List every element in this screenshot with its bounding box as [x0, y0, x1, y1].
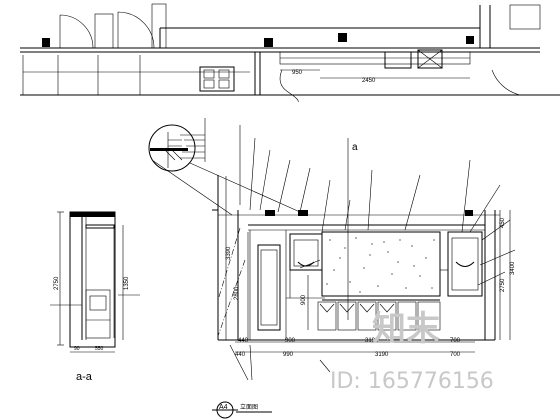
section-detail: 2750 1350 90 550 a-a	[50, 211, 140, 383]
stone-pattern	[326, 237, 435, 293]
column-mark	[466, 36, 474, 44]
watermark-id: ID: 165776156	[330, 369, 494, 394]
base-cabinets	[317, 301, 441, 331]
elevation-dimension: 990	[283, 352, 294, 358]
column-mark	[264, 38, 273, 47]
plan-dimension: 950	[292, 70, 303, 76]
watermark: 知末 ID: 165776156	[330, 309, 494, 394]
drawing-title: 立面图	[240, 403, 258, 411]
elevation-dimension: 2800	[234, 286, 240, 300]
front-elevation: a 3390 2800 900 440 900 3190 700 440 990…	[212, 125, 516, 381]
section-title: a-a	[76, 371, 93, 383]
elevation-dimension: 900	[285, 338, 296, 344]
column-mark	[338, 33, 347, 42]
callout-tag: A4	[219, 404, 228, 411]
elevation-dimension: 440	[238, 338, 249, 344]
elevation-dimension: 3390	[226, 246, 232, 260]
drawing-title-block: A4 立面图	[212, 401, 272, 419]
floor-plan: 950 2450	[20, 3, 560, 103]
section-dimension: 550	[95, 346, 104, 352]
elevation-dimension: 2750	[500, 278, 506, 292]
section-dimension: 90	[74, 346, 80, 352]
watermark-logo: 知末	[372, 309, 440, 349]
elevation-dimension: 3190	[375, 352, 389, 358]
section-marker: a	[352, 142, 358, 153]
elevation-dimension: 900	[301, 294, 307, 305]
section-dimension: 2750	[54, 276, 60, 290]
elevation-dimension: 440	[235, 352, 246, 358]
plan-dimension: 2450	[362, 78, 376, 84]
detail-callout	[148, 118, 301, 216]
elevation-dimension: 3190	[365, 338, 379, 344]
elevation-dimension: 450	[500, 217, 506, 228]
section-dimension: 1350	[124, 276, 130, 290]
elevation-dimension: 700	[450, 338, 461, 344]
column-mark	[42, 38, 50, 47]
elevation-dimension: 3400	[510, 261, 516, 275]
elevation-dimension: 700	[450, 352, 461, 358]
